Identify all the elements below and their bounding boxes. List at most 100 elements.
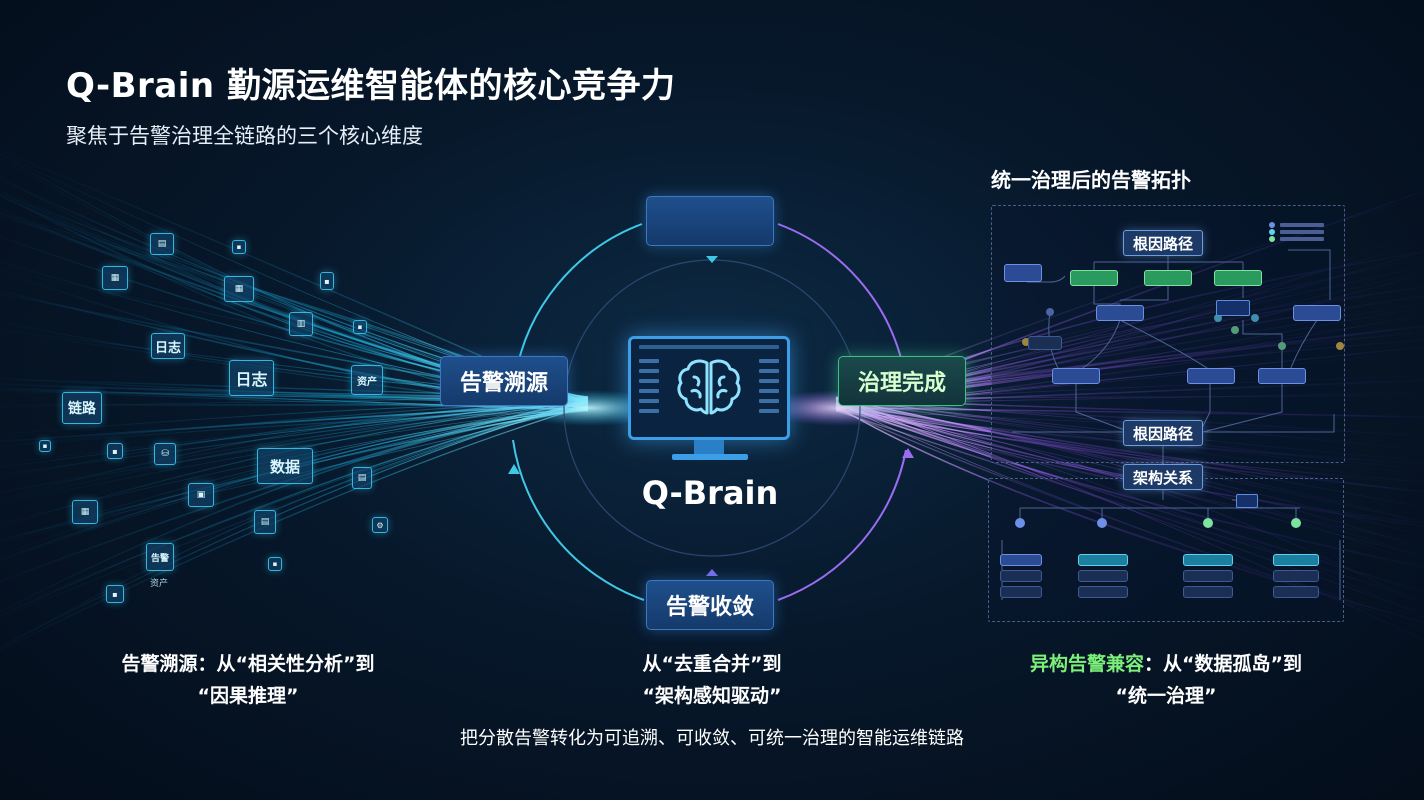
topology-node [1258,368,1306,384]
arch-dot [1015,518,1025,528]
architecture-node: 架构关系 [1123,464,1203,490]
arrow-up-left [508,464,520,474]
footer-summary: 把分散告警转化为可追溯、可收敛、可统一治理的智能运维链路 [460,728,964,749]
arch-node [1273,554,1319,566]
arch-node [1000,570,1042,582]
caption-compat: 异构告警兼容：从“数据孤岛”到 “统一治理” [1016,648,1316,712]
arrow-up-bottom [706,569,718,576]
monitor-topbar [639,345,779,349]
monitor-stand [694,440,724,454]
purple-stream-line [835,405,1424,523]
doc-icon: ▤ [150,233,174,255]
asset-tile: 资产 [351,365,383,395]
cyan-stream-line [0,400,589,617]
ring-arc-top-right [777,223,904,367]
arch-node [1183,554,1233,566]
file-icon: ▦ [224,276,254,302]
caption-convergence-line1: 从“去重合并”到 [642,653,782,675]
purple-stream-line [835,403,1424,618]
cyan-stream-line [0,401,589,468]
data-tile: 数据 [257,448,313,484]
cyan-stream-line [0,404,589,651]
caption-convergence: 从“去重合并”到 “架构感知驱动” [562,648,862,712]
database-icon: ⛁ [154,443,176,465]
caption-trace: 告警溯源：从“相关性分析”到 “因果推理” [98,648,398,712]
caption-compat-line2: “统一治理” [1115,685,1217,707]
cyan-stream-line [0,398,589,619]
topology-node [1028,336,1062,350]
monitor-sidebar [639,359,659,429]
doc-icon: ▪ [106,585,124,603]
topology-title: 统一治理后的告警拓扑 [991,168,1191,192]
legend-line [1280,230,1324,234]
monitor [628,336,790,440]
arrow-down-top [706,256,718,263]
arch-node [1000,586,1042,598]
cyan-stream-line [0,401,589,613]
purple-stream-line [835,407,1424,544]
convergence-pill: 告警收敛 [646,580,774,630]
purple-stream-line [835,406,1424,417]
chart-icon: ▦ [72,500,98,524]
arch-node [1078,554,1128,566]
monitor-widgets [759,359,779,429]
log-tile-small: 日志 [151,333,185,359]
purple-stream-line [835,403,1424,625]
arrow-up-right [902,448,914,458]
caption-compat-line1: 异构告警兼容：从“数据孤岛”到 [1016,648,1316,680]
legend-dot [1269,236,1275,242]
ring-arc-top-left [514,223,643,379]
caption-compat-highlight: 异构告警兼容 [1030,653,1145,675]
root-cause-node-bottom: 根因路径 [1123,420,1203,446]
caption-trace-line2: “因果推理” [197,685,299,707]
caption-convergence-line2: “架构感知驱动” [642,685,782,707]
folder-icon: ▣ [188,483,214,507]
doc-icon: ▪ [232,240,246,254]
asset-label: 资产 [150,579,169,589]
trace-pill: 告警溯源 [440,356,568,406]
arch-node [1273,570,1319,582]
topology-node [1004,264,1042,282]
topology-node [1070,270,1118,286]
gear-icon: ⚙ [372,517,388,533]
arch-node [1078,586,1128,598]
arch-dot [1203,518,1213,528]
cyan-stream-line [0,406,589,505]
cyan-stream-line [0,398,589,583]
arch-node [1273,586,1319,598]
doc-icon: ▪ [268,557,282,571]
arch-node [1183,586,1233,598]
ring-arc-bottom-right [777,449,907,601]
legend-dot [1269,229,1275,235]
brand-name: Q-Brain [641,474,779,512]
cyan-stream-line [0,400,589,648]
arch-node [1000,554,1042,566]
topology-node [1214,270,1262,286]
page-subtitle: 聚焦于告警治理全链路的三个核心维度 [66,124,423,148]
doc-icon: ▪ [353,320,367,334]
arch-dot [1097,518,1107,528]
file-icon: ▦ [102,266,128,290]
governance-done-pill: 治理完成 [838,356,966,406]
topology-dots [1022,308,1344,350]
top-stage-pill [646,196,774,246]
page-title: Q-Brain 勤源运维智能体的核心竞争力 [66,66,676,106]
ring-arc-bottom-left [512,439,645,601]
root-cause-node-top: 根因路径 [1123,230,1203,256]
legend-dot [1269,222,1275,228]
doc-icon: ▤ [254,510,276,534]
brain-icon [677,359,741,415]
doc-icon: ▪ [107,443,123,459]
topology-node [1293,305,1341,321]
server-icon [1236,494,1258,508]
alarm-tile: 告警 [146,543,174,571]
topology-node [1187,368,1235,384]
caption-trace-line1: 告警溯源：从“相关性分析”到 [121,653,375,675]
doc-icon: ▤ [352,467,372,489]
doc-icon: ▪ [39,440,51,452]
topology-node [1096,305,1144,321]
link-tile: 链路 [62,392,102,424]
server-icon: ▥ [289,312,313,336]
log-tile: 日志 [229,360,274,396]
